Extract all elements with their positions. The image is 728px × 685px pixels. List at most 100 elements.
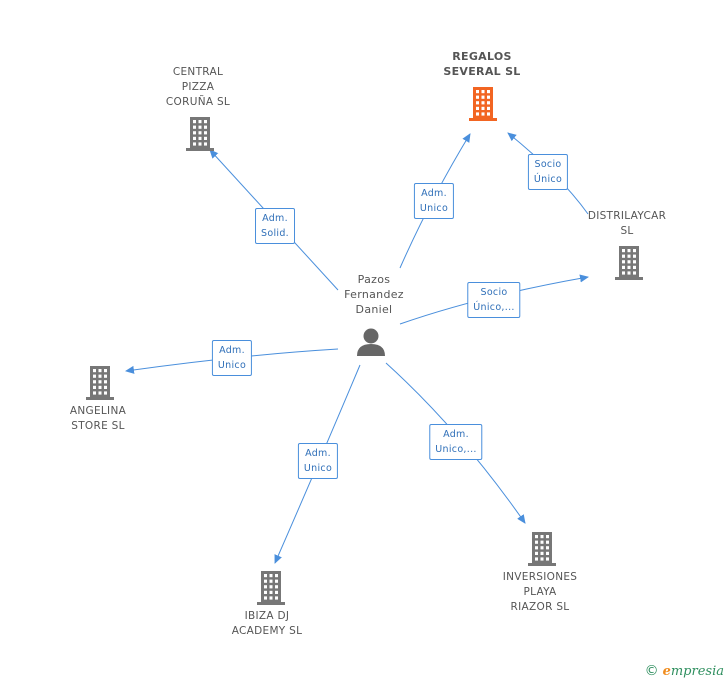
relation-label-inversiones[interactable]: Adm. Unico,... [429,424,483,460]
relation-label-line: Solid. [261,228,289,239]
brand-logo-initial: e [662,664,671,679]
building-window [633,260,636,264]
building-window [204,125,207,129]
building-window [269,590,273,594]
company-label-line: ACADEMY SL [231,625,303,637]
building-window [535,551,538,555]
building-window [535,535,538,539]
building-window [481,95,485,99]
building-window [487,106,490,110]
building-window [198,136,202,140]
building-window [540,535,544,539]
building-window [627,254,631,258]
person-name[interactable]: Pazos Fernandez Daniel [344,272,404,317]
building-window [204,142,207,146]
company-label-line: DISTRILAYCAR [587,210,667,222]
building-window [546,540,549,544]
relation-label-line: Unico [217,360,247,371]
building-icon-angelina[interactable] [86,366,114,400]
building-window [535,540,538,544]
building-window [193,142,196,146]
company-label-line: PLAYA [523,586,557,598]
relation-label-angelina[interactable]: Adm. Unico [211,340,253,376]
building-window [193,136,196,140]
copyright-icon: © [644,663,659,679]
building-window [93,385,96,389]
building-icon-central[interactable] [186,117,214,151]
building-window [622,260,625,264]
building-window [476,90,479,94]
building-icon-ibiza[interactable] [257,571,285,605]
relation-label-line: Único [533,174,563,185]
building-window [198,125,202,129]
company-label-distrilaycar[interactable]: DISTRILAYCAR SL [588,209,666,239]
company-label-ibiza[interactable]: IBIZA DJ ACADEMY SL [232,609,303,639]
company-label-line: CENTRAL [172,66,224,78]
building-window [535,546,538,550]
building-window [633,271,636,275]
relation-label-line: Único,... [473,302,515,313]
company-label-inversiones[interactable]: INVERSIONES PLAYA RIAZOR SL [503,570,578,615]
building-window [481,90,485,94]
building-window [104,385,107,389]
building-window [204,131,207,135]
relation-label-line: Adm. [262,213,288,224]
building-window [93,369,96,373]
building-window [204,136,207,140]
building-base [528,563,556,566]
company-label-line: CORUÑA SL [165,96,231,108]
building-window [487,112,490,116]
relation-label-ibiza[interactable]: Adm. Unico [297,443,339,479]
building-window [476,101,479,105]
building-window [269,579,273,583]
building-window [622,271,625,275]
relation-label-line: Unico [419,203,449,214]
building-window [476,106,479,110]
building-window [622,265,625,269]
building-window [198,120,202,124]
building-window [269,596,273,600]
building-window [264,579,267,583]
footer-brand: ©empresia [645,663,724,679]
building-base [86,397,114,400]
relation-label-regalos[interactable]: Adm. Unico [413,183,455,219]
building-window [98,369,102,373]
building-window [275,585,278,589]
building-window [633,265,636,269]
building-window [264,590,267,594]
company-label-regalos[interactable]: REGALOS SEVERAL SL [443,49,520,79]
building-window [264,585,267,589]
building-window [98,385,102,389]
company-label-line: SL [620,225,634,237]
building-window [104,369,107,373]
company-label-angelina[interactable]: ANGELINA STORE SL [70,404,126,434]
building-icon-regalos[interactable] [469,87,497,121]
building-window [275,574,278,578]
company-label-line: RIAZOR SL [510,601,570,613]
building-window [193,120,196,124]
building-window [264,574,267,578]
company-label-line: SEVERAL SL [443,65,521,78]
relation-label-line: Adm. [421,188,447,199]
building-window [540,557,544,561]
building-window [98,374,102,378]
building-base [186,148,214,151]
building-window [269,585,273,589]
building-window [540,546,544,550]
building-window [198,142,202,146]
person-name-line: Daniel [355,303,393,316]
relation-label-distri-regalos[interactable]: Socio Único [527,154,569,190]
company-label-line: IBIZA DJ [244,610,290,622]
relation-label-central[interactable]: Adm. Solid. [255,208,295,244]
building-window [535,557,538,561]
relation-label-line: Adm. [219,345,245,356]
relation-label-distrilaycar[interactable]: Socio Único,... [467,282,521,318]
person-icon[interactable] [357,328,385,357]
building-icon-inversiones[interactable] [528,532,556,566]
building-window [193,131,196,135]
company-label-central[interactable]: CENTRAL PIZZA CORUÑA SL [166,65,230,110]
person-name-line: Fernandez [344,288,404,301]
building-icon-distrilaycar[interactable] [615,246,643,280]
relation-label-line: Unico [303,463,333,474]
